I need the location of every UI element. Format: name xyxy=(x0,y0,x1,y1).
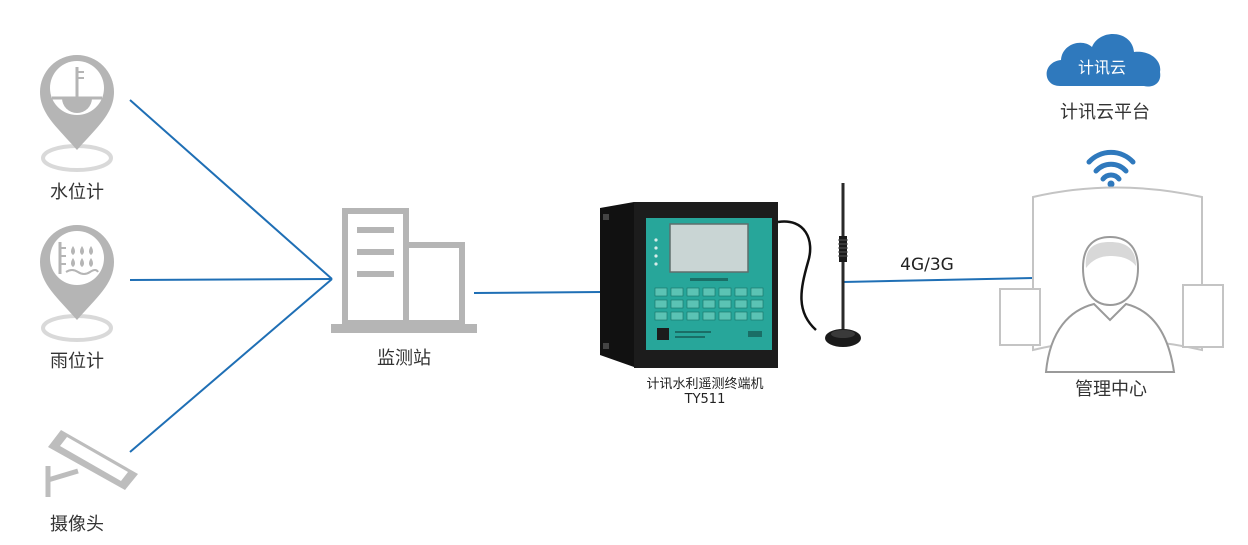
sensor-label-water-level: 水位计 xyxy=(50,182,104,203)
link-terminal-to-center xyxy=(842,277,1034,283)
cloud-platform-label: 计讯云平台 xyxy=(1060,102,1150,123)
telemetry-terminal-icon xyxy=(600,202,778,368)
wifi-icon xyxy=(1086,149,1136,188)
management-center-label: 管理中心 xyxy=(1075,379,1147,400)
connections xyxy=(129,99,1034,453)
terminal-name-label: 计讯水利遥测终端机 xyxy=(646,376,763,392)
sensor-label-rain-gauge: 雨位计 xyxy=(50,351,104,372)
antenna-icon xyxy=(777,183,861,347)
building-icon xyxy=(331,208,477,333)
camera-icon xyxy=(45,430,138,497)
cloud-badge-label: 计讯云 xyxy=(1078,58,1126,77)
link-rain-gauge-to-station xyxy=(129,278,333,281)
water-level-pin-icon xyxy=(40,55,114,172)
rain-gauge-pin-icon xyxy=(40,225,114,342)
link-station-to-terminal xyxy=(473,291,603,294)
terminal-model-label: TY511 xyxy=(684,392,726,407)
sensor-label-camera: 摄像头 xyxy=(50,514,104,535)
link-water-level-to-station xyxy=(129,99,333,280)
station-label: 监测站 xyxy=(377,348,431,369)
link-camera-to-station xyxy=(129,278,333,453)
network-label: 4G/3G xyxy=(900,255,954,275)
cloud-icon xyxy=(1046,34,1161,87)
monitor-user-icon xyxy=(999,186,1224,373)
